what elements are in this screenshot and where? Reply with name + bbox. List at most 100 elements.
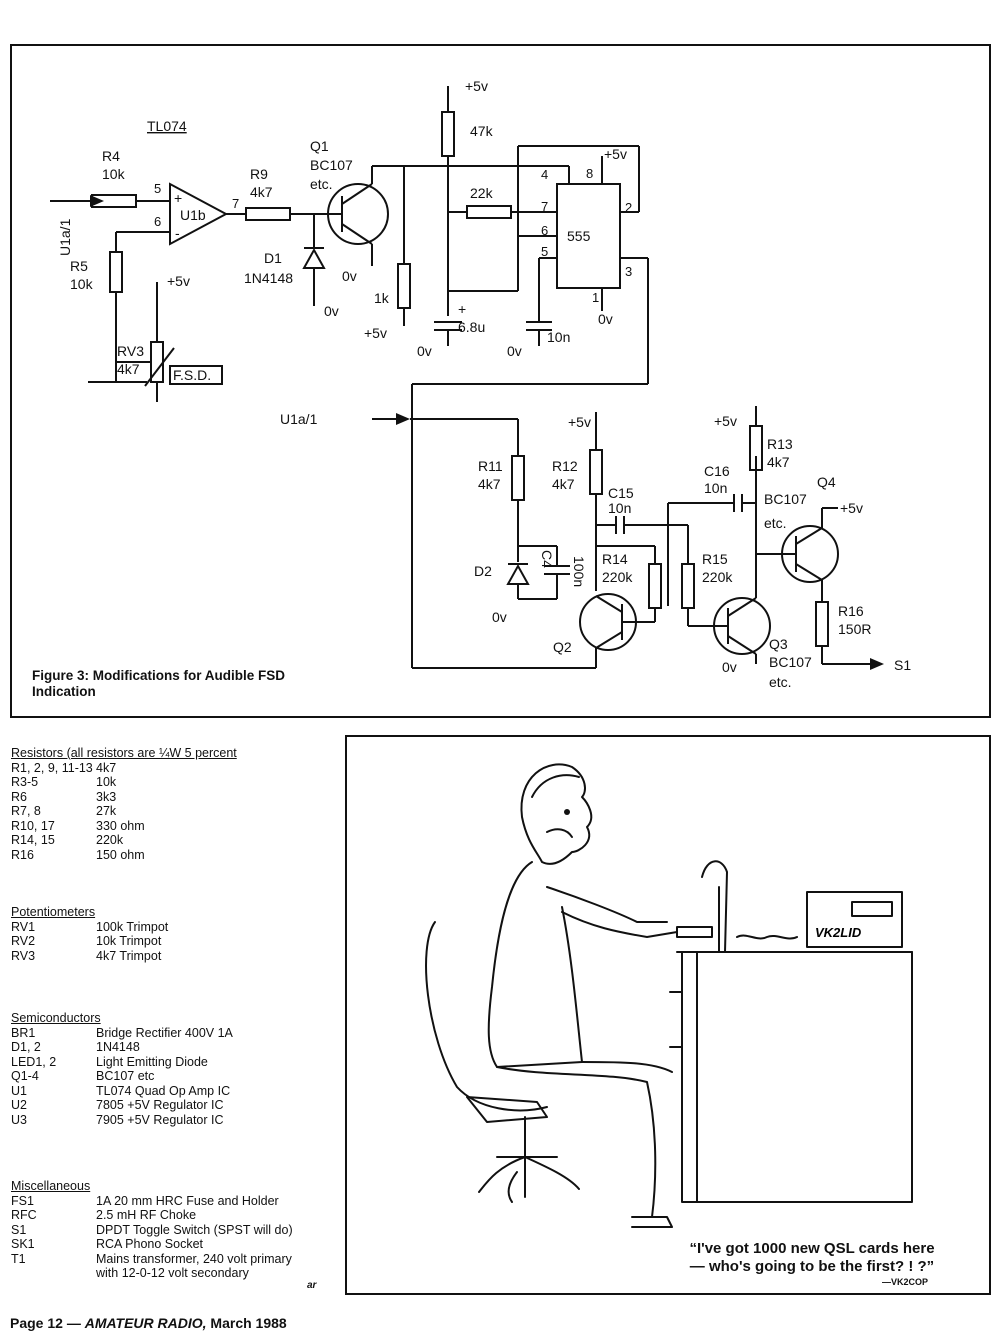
svg-text:8: 8 (586, 166, 593, 181)
svg-text:etc.: etc. (769, 674, 792, 690)
section-title: Potentiometers (11, 905, 96, 919)
chair-back (425, 921, 548, 1112)
person-leg-front (496, 1066, 657, 1218)
person-arm-upper (546, 886, 668, 923)
person-torso (487, 861, 583, 1068)
svg-text:BC107: BC107 (310, 157, 353, 173)
svg-text:C4: C4 (539, 550, 555, 568)
label-fsd: F.S.D. (173, 367, 211, 383)
svg-text:+5v: +5v (364, 325, 387, 341)
cartoon-credit: —VK2COP (882, 1277, 929, 1287)
label-555: 555 (567, 228, 591, 244)
cartoon-drawing: VK2LID (425, 763, 913, 1228)
svg-text:Q1: Q1 (310, 138, 329, 154)
fsd-box (169, 365, 223, 385)
radio (806, 891, 903, 948)
label-r4-value: 10k (102, 166, 126, 182)
schematic-figure: U1a/1 R4 10k 5 6 + - U1b TL074 R5 10k +5… (10, 44, 991, 718)
person-shoe (631, 1216, 673, 1228)
resistor-47k (441, 111, 455, 157)
cartoon-quote: “I've got 1000 new QSL cards here — who'… (689, 1240, 935, 1275)
svg-text:22k: 22k (470, 185, 494, 201)
svg-text:R12: R12 (552, 458, 578, 474)
svg-text:7: 7 (541, 199, 548, 214)
svg-text:6: 6 (154, 214, 161, 229)
svg-text:1: 1 (592, 290, 599, 305)
resistor-r11 (511, 455, 525, 501)
person-head (520, 763, 593, 865)
radio-label: VK2LID (815, 925, 862, 940)
svg-text:etc.: etc. (764, 515, 787, 531)
svg-text:3: 3 (625, 264, 632, 279)
svg-text:150R: 150R (838, 621, 871, 637)
resistor-r16 (815, 601, 829, 647)
svg-text:47k: 47k (470, 123, 494, 139)
person-leg-back (581, 1061, 673, 1073)
svg-text:220k: 220k (702, 569, 733, 585)
circuit-diagram: U1a/1 R4 10k 5 6 + - U1b TL074 R5 10k +5… (50, 78, 911, 690)
svg-text:5: 5 (154, 181, 161, 196)
svg-text:0v: 0v (342, 268, 357, 284)
svg-text:D2: D2 (474, 563, 492, 579)
microphone (701, 860, 728, 953)
svg-text:0v: 0v (598, 311, 613, 327)
svg-text:4k7: 4k7 (552, 476, 575, 492)
svg-text:BC107: BC107 (764, 491, 807, 507)
end-mark: ar (307, 1280, 317, 1291)
svg-text:R15: R15 (702, 551, 728, 567)
page-footer: Page 12 — AMATEUR RADIO, March 1988 (10, 1315, 287, 1331)
svg-text:4: 4 (541, 167, 548, 182)
svg-text:10n: 10n (547, 329, 570, 345)
svg-text:Q2: Q2 (553, 639, 572, 655)
resistor-r12 (589, 449, 603, 495)
svg-text:C16: C16 (704, 463, 730, 479)
svg-text:R9: R9 (250, 166, 268, 182)
person-moustache (546, 828, 573, 838)
svg-text:+5v: +5v (465, 78, 488, 94)
svg-text:+5v: +5v (840, 500, 863, 516)
svg-text:0v: 0v (507, 343, 522, 359)
svg-text:10n: 10n (704, 480, 727, 496)
morse-key (676, 926, 713, 938)
svg-text:2: 2 (625, 200, 632, 215)
label-u1a: U1a/1 (280, 411, 318, 427)
svg-text:4k7: 4k7 (250, 184, 273, 200)
svg-text:4k7: 4k7 (117, 361, 140, 377)
svg-text:+: + (174, 190, 182, 206)
svg-text:R5: R5 (70, 258, 88, 274)
section-title: Miscellaneous (11, 1179, 91, 1193)
radio-grille (851, 901, 893, 917)
resistor-r14 (648, 563, 662, 609)
svg-text:R11: R11 (478, 458, 503, 474)
svg-text:10n: 10n (608, 500, 631, 516)
desk (681, 951, 913, 1203)
label-s1: S1 (894, 657, 911, 673)
svg-text:0v: 0v (722, 659, 737, 675)
svg-text:+5v: +5v (714, 413, 737, 429)
chair-base (478, 1116, 580, 1203)
resistor-r9 (245, 207, 291, 221)
transistor-q3 (713, 597, 771, 655)
resistor-r13 (749, 425, 763, 471)
svg-text:D1: D1 (264, 250, 282, 266)
svg-text:220k: 220k (602, 569, 633, 585)
person-hair (531, 774, 580, 798)
desk-handles (669, 991, 683, 1048)
label-tl074: TL074 (147, 118, 187, 134)
svg-text:+5v: +5v (604, 146, 627, 162)
cartoon-panel: VK2LID “I've got 1000 new QSL cards here… (345, 735, 991, 1295)
label-u1b: U1b (180, 207, 206, 223)
svg-text:4k7: 4k7 (478, 476, 501, 492)
